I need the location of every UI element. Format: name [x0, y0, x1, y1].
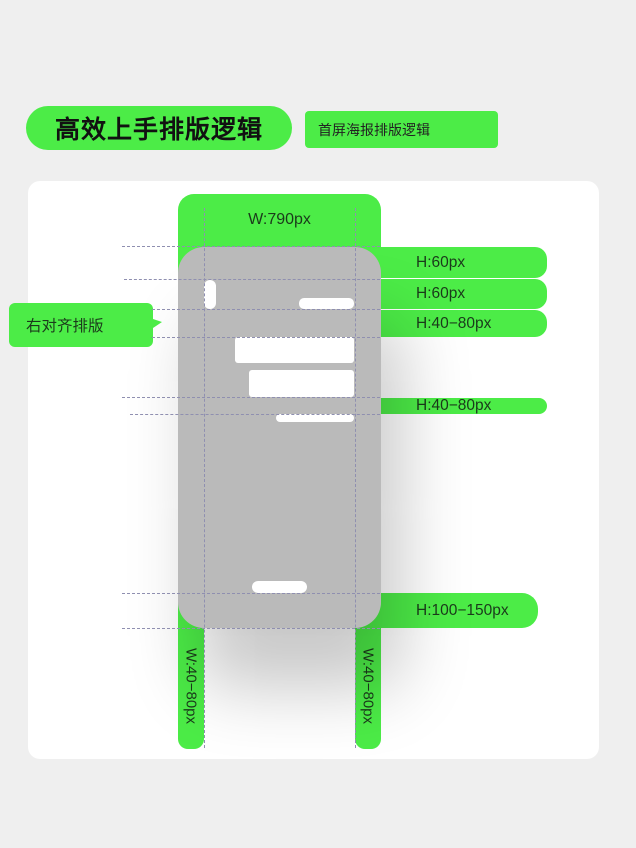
- guide-line-v: [204, 208, 205, 748]
- top-width-label: W:790px: [248, 211, 311, 228]
- guide-line-h: [122, 593, 380, 594]
- guide-line-v: [355, 208, 356, 748]
- guide-line-h: [130, 414, 380, 415]
- left-margin-label: W:40−80px: [182, 648, 200, 725]
- alignment-tag-pointer: [150, 318, 162, 330]
- headline-placeholder-1: [235, 337, 354, 363]
- height-label-3: H:40−80px: [380, 310, 547, 337]
- logo-placeholder: [204, 280, 216, 309]
- guide-line-h: [124, 279, 380, 280]
- page-title: 高效上手排版逻辑: [26, 106, 292, 150]
- alignment-tag: 右对齐排版: [9, 303, 153, 347]
- height-label-1: H:60px: [380, 247, 547, 278]
- headline-placeholder-2: [249, 370, 354, 397]
- subtext-placeholder: [276, 414, 354, 422]
- bottom-button-placeholder: [252, 581, 307, 593]
- height-label-5: H:100−150px: [380, 593, 538, 628]
- guide-line-h: [122, 397, 380, 398]
- phone-mockup: [178, 247, 381, 628]
- height-label-2: H:60px: [380, 279, 547, 309]
- guide-line-h: [122, 246, 380, 247]
- subtitle-tag: 首屏海报排版逻辑: [305, 111, 498, 148]
- guide-line-h: [152, 309, 380, 310]
- guide-line-h: [152, 337, 380, 338]
- guide-line-h: [122, 628, 380, 629]
- top-right-placeholder: [299, 298, 354, 309]
- height-label-4: H:40−80px: [380, 397, 547, 414]
- right-margin-label: W:40−80px: [359, 648, 377, 725]
